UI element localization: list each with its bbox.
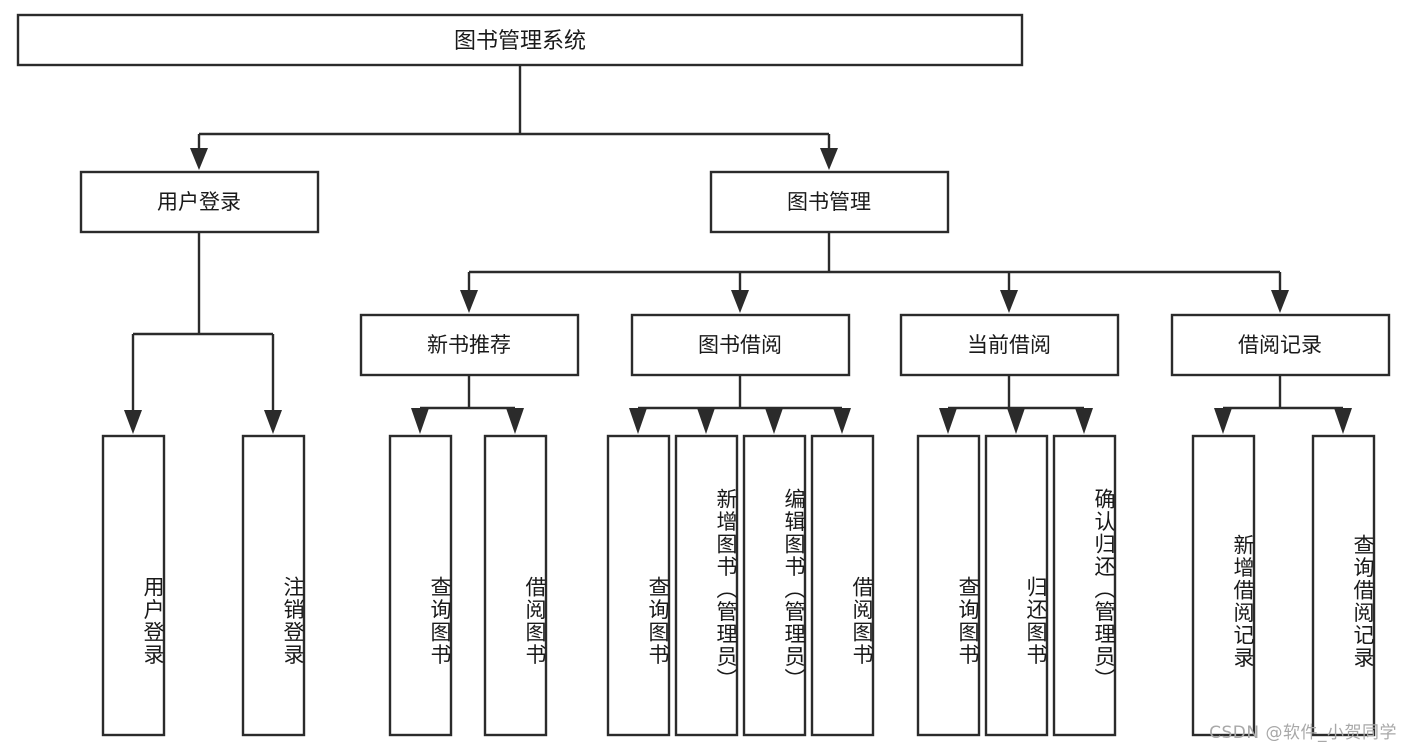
arrow-user-login-leaf-2 [264,410,282,434]
node-book-manage-label: 图书管理 [787,190,871,214]
node-leaf-borrow-book-2[interactable] [810,434,875,737]
arrow-borrow-record-leaf-1 [1214,408,1232,434]
node-leaf-add-record[interactable] [1191,434,1256,737]
arrow-to-borrow-record [1271,290,1289,313]
node-current-borrow-label: 当前借阅 [967,333,1051,357]
arrow-new-book-rec-leaf-2 [506,408,524,434]
arrow-root-to-book-manage [820,148,838,170]
arrow-current-borrow-leaf-1 [939,408,957,434]
node-user-login-label: 用户登录 [157,190,241,214]
node-book-borrow[interactable] [630,313,851,377]
arrow-user-login-leaf-1 [124,410,142,434]
node-new-book-rec-label: 新书推荐 [427,333,511,357]
node-book-manage[interactable] [709,170,950,234]
node-leaf-user-logout[interactable] [241,434,306,737]
arrow-book-borrow-leaf-1 [629,408,647,434]
node-new-book-rec[interactable] [359,313,580,377]
node-leaf-confirm-return[interactable] [1052,434,1117,737]
arrow-root-to-user-login [190,148,208,170]
arrow-to-current-borrow [1000,290,1018,313]
arrow-new-book-rec-leaf-1 [411,408,429,434]
arrow-current-borrow-leaf-2 [1007,408,1025,434]
node-leaf-query-book-3[interactable] [916,434,981,737]
node-root-system-label: 图书管理系统 [454,29,586,54]
node-borrow-record-label: 借阅记录 [1238,333,1322,357]
node-book-borrow-label: 图书借阅 [698,333,782,357]
node-leaf-query-book-2[interactable] [606,434,671,737]
node-leaf-add-book[interactable] [674,434,739,737]
node-leaf-return-book[interactable] [984,434,1049,737]
node-leaf-user-login[interactable] [101,434,166,737]
node-current-borrow[interactable] [899,313,1120,377]
arrow-book-borrow-leaf-3 [765,408,783,434]
arrow-borrow-record-leaf-2 [1334,408,1352,434]
csdn-watermark: CSDN @软件_小贺同学 [1209,723,1397,743]
node-leaf-query-record[interactable] [1311,434,1376,737]
arrow-book-borrow-leaf-2 [697,408,715,434]
node-leaf-edit-book[interactable] [742,434,807,737]
node-root-system[interactable] [16,13,1024,67]
arrow-current-borrow-leaf-3 [1075,408,1093,434]
node-borrow-record[interactable] [1170,313,1391,377]
node-leaf-borrow-book-1[interactable] [483,434,548,737]
node-leaf-query-book-1[interactable] [388,434,453,737]
arrow-book-borrow-leaf-4 [833,408,851,434]
arrow-to-new-book-rec [460,290,478,313]
arrow-to-book-borrow [731,290,749,313]
